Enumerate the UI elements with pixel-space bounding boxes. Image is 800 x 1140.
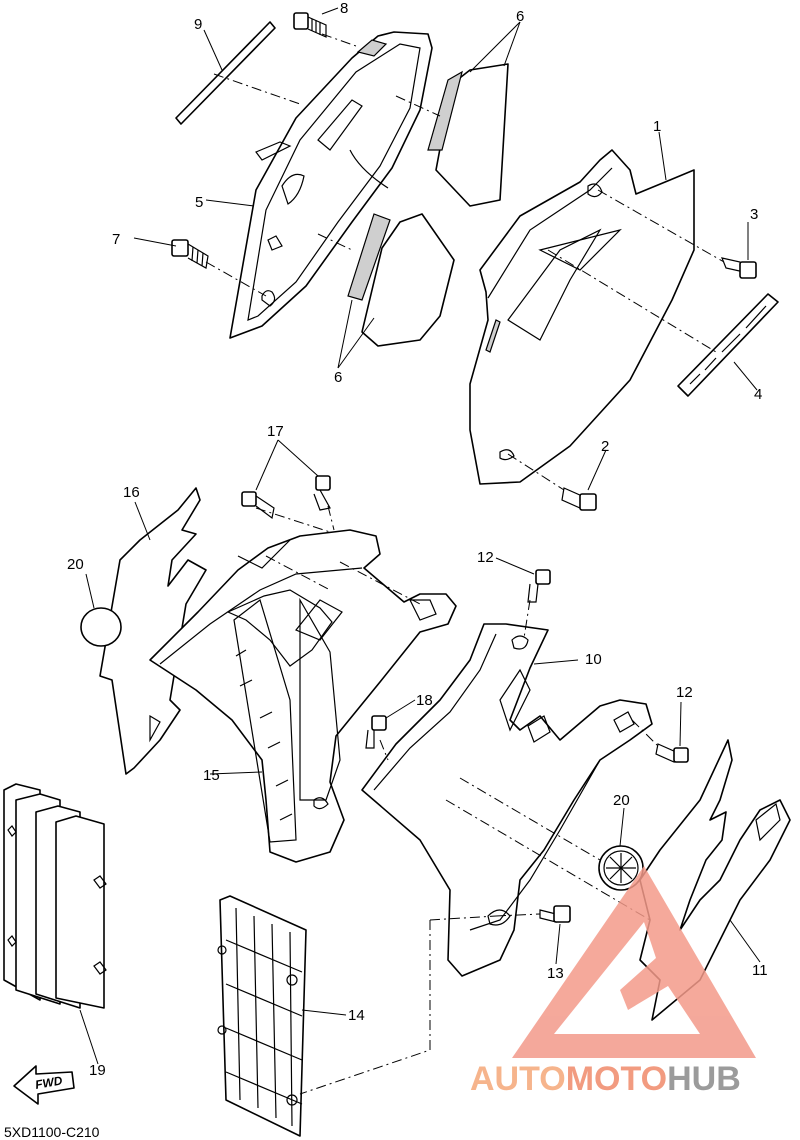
part-17-bolt-b bbox=[313, 475, 331, 511]
callout-16: 16 bbox=[123, 484, 140, 501]
part-3-bolt bbox=[721, 257, 757, 279]
part-12-bolt-lower bbox=[655, 743, 689, 763]
assembly-lines bbox=[205, 33, 725, 1095]
watermark-triangle-icon bbox=[512, 866, 756, 1058]
svg-text:AUTOMOTOHUB: AUTOMOTOHUB bbox=[470, 1060, 741, 1098]
callout-17: 17 bbox=[267, 423, 284, 440]
callout-4: 4 bbox=[754, 386, 762, 403]
part-15-shroud bbox=[149, 529, 457, 863]
part-9-strip bbox=[175, 21, 276, 125]
part-19-radiator-louver bbox=[3, 783, 107, 1009]
callout-20-left: 20 bbox=[67, 556, 84, 573]
callout-8: 8 bbox=[340, 0, 348, 17]
part-6-pad-upper bbox=[427, 63, 509, 207]
callout-2: 2 bbox=[601, 438, 609, 455]
watermark-text-hub: HUB bbox=[667, 1060, 741, 1098]
callout-7: 7 bbox=[112, 231, 120, 248]
callout-3: 3 bbox=[750, 206, 758, 223]
part-1-side-cover bbox=[469, 149, 695, 485]
part-20-emblem-left bbox=[80, 607, 122, 647]
watermark-logo: AUTOMOTOHUB bbox=[470, 866, 756, 1098]
part-7-bolt bbox=[171, 239, 209, 269]
part-20-emblem-right bbox=[598, 845, 644, 891]
part-12-bolt-upper bbox=[527, 569, 551, 603]
part-13-bolt bbox=[539, 905, 571, 923]
callout-6-upper: 6 bbox=[516, 8, 524, 25]
callout-11: 11 bbox=[752, 962, 768, 979]
fwd-label: FWD bbox=[34, 1073, 64, 1092]
callout-20-right: 20 bbox=[613, 792, 630, 809]
part-16-decal bbox=[99, 487, 207, 775]
part-4-emblem bbox=[677, 293, 779, 397]
callout-12-upper: 12 bbox=[477, 549, 494, 566]
callout-13: 13 bbox=[547, 965, 564, 982]
callout-10: 10 bbox=[585, 651, 602, 668]
part-8-bolt bbox=[293, 12, 327, 38]
watermark-text-moto: MOTO bbox=[566, 1060, 667, 1098]
callout-numbers: 1 2 3 4 5 6 6 7 8 9 10 11 12 12 13 14 15… bbox=[67, 0, 768, 1079]
callout-1: 1 bbox=[653, 118, 661, 135]
callout-6-lower: 6 bbox=[334, 369, 342, 386]
callout-9: 9 bbox=[194, 16, 202, 33]
callout-14: 14 bbox=[348, 1007, 365, 1024]
leader-lines bbox=[79, 7, 761, 1065]
watermark-text-auto: AUTO bbox=[470, 1060, 566, 1098]
part-14-radiator-grille bbox=[217, 895, 307, 1137]
callout-19: 19 bbox=[89, 1062, 106, 1079]
callout-18: 18 bbox=[416, 692, 433, 709]
part-17-bolt-a bbox=[241, 491, 275, 520]
fwd-arrow-icon: FWD bbox=[13, 1065, 75, 1105]
part-10-shroud bbox=[361, 623, 653, 977]
part-2-bolt bbox=[561, 487, 597, 511]
callout-12-lower: 12 bbox=[676, 684, 693, 701]
part-5-side-cover bbox=[229, 31, 433, 339]
part-6-pad-lower bbox=[347, 213, 455, 347]
callout-15: 15 bbox=[203, 767, 220, 784]
drawing-code: 5XD1100-C210 bbox=[4, 1124, 100, 1140]
callout-5: 5 bbox=[195, 194, 203, 211]
part-18-bolt bbox=[365, 715, 387, 749]
